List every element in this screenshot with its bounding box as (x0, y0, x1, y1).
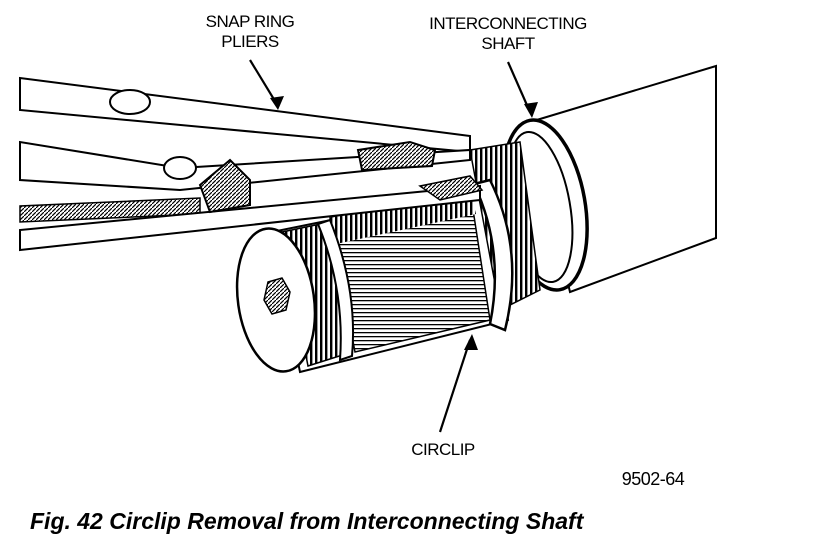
interconnecting-shaft-label-line2: SHAFT (481, 34, 535, 53)
splined-hub (235, 141, 541, 374)
circlip-leader (438, 339, 472, 433)
snap-ring-pliers-label-line1: SNAP RING (205, 12, 295, 31)
interconnecting-shaft-label-line1: INTERCONNECTING (429, 14, 587, 33)
snap-ring-pliers-label: SNAP RING PLIERS (180, 12, 320, 52)
snap-ring-pliers (19, 76, 484, 252)
leader-lines (249, 59, 538, 433)
shaft-leader (506, 61, 532, 113)
interconnecting-shaft-label: INTERCONNECTING SHAFT (398, 14, 618, 54)
figure-caption: Fig. 42 Circlip Removal from Interconnec… (30, 508, 584, 534)
figure-number: 9502-64 (621, 469, 685, 489)
circlip-label: CIRCLIP (411, 440, 475, 459)
snap-ring-pliers-label-line2: PLIERS (221, 32, 279, 51)
